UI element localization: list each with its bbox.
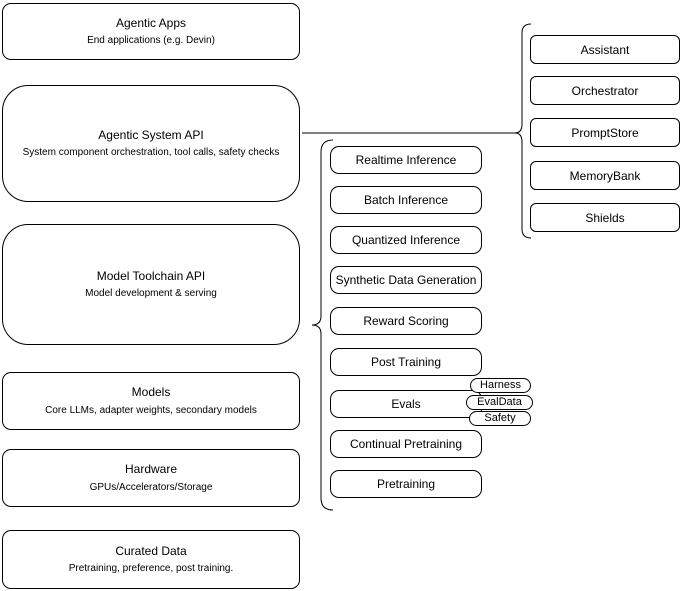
node-label: Evals (391, 397, 421, 411)
node-title: Hardware (124, 462, 178, 477)
node-subtitle: System component orchestration, tool cal… (22, 147, 280, 159)
system-components-bracket (514, 23, 532, 239)
node-subtitle: Pretraining, preference, post training. (68, 563, 234, 575)
node-curated-data: Curated Data Pretraining, preference, po… (2, 530, 300, 589)
node-assistant: Assistant (530, 35, 680, 64)
node-memorybank: MemoryBank (530, 161, 680, 190)
node-title: Model Toolchain API (96, 268, 206, 283)
node-quantized-inference: Quantized Inference (330, 226, 482, 254)
node-label: Realtime Inference (355, 153, 457, 167)
node-label: Assistant (580, 42, 630, 57)
tag-harness: Harness (470, 378, 531, 393)
node-model-toolchain-api: Model Toolchain API Model development & … (2, 224, 300, 345)
node-batch-inference: Batch Inference (330, 186, 482, 214)
node-label: Quantized Inference (351, 233, 461, 247)
node-title: Agentic System API (98, 127, 204, 142)
node-label: Shields (585, 210, 625, 225)
node-reward-scoring: Reward Scoring (330, 307, 482, 335)
node-agentic-system-api: Agentic System API System component orch… (2, 85, 300, 202)
node-pretraining: Pretraining (330, 470, 482, 498)
tag-evaldata: EvalData (466, 395, 533, 410)
node-title: Models (131, 385, 171, 400)
node-label: Pretraining (376, 477, 436, 491)
node-label: Orchestrator (571, 83, 639, 98)
node-continual-pretraining: Continual Pretraining (330, 430, 482, 458)
tag-label: Safety (484, 412, 516, 424)
node-promptstore: PromptStore (530, 118, 680, 147)
node-hardware: Hardware GPUs/Accelerators/Storage (2, 449, 300, 507)
node-synthetic-data-generation: Synthetic Data Generation (330, 266, 482, 294)
node-label: Reward Scoring (363, 314, 449, 328)
tag-safety: Safety (469, 411, 531, 426)
node-agentic-apps: Agentic Apps End applications (e.g. Devi… (2, 3, 300, 60)
node-subtitle: GPUs/Accelerators/Storage (89, 481, 213, 493)
tag-label: EvalData (477, 396, 522, 408)
node-label: Batch Inference (363, 193, 449, 207)
node-label: PromptStore (571, 125, 639, 140)
node-post-training: Post Training (330, 348, 482, 376)
node-label: Post Training (370, 355, 442, 369)
node-subtitle: Core LLMs, adapter weights, secondary mo… (45, 404, 257, 416)
node-subtitle: End applications (e.g. Devin) (87, 35, 215, 47)
node-models: Models Core LLMs, adapter weights, secon… (2, 372, 300, 430)
node-title: Agentic Apps (115, 15, 187, 30)
node-label: Continual Pretraining (349, 437, 463, 451)
node-title: Curated Data (115, 543, 187, 558)
node-orchestrator: Orchestrator (530, 76, 680, 105)
node-subtitle: Model development & serving (85, 288, 217, 300)
tag-label: Harness (480, 379, 521, 391)
node-shields: Shields (530, 203, 680, 232)
node-label: MemoryBank (569, 168, 641, 183)
node-realtime-inference: Realtime Inference (330, 146, 482, 174)
node-label: Synthetic Data Generation (335, 273, 477, 287)
node-evals: Evals (330, 390, 482, 418)
